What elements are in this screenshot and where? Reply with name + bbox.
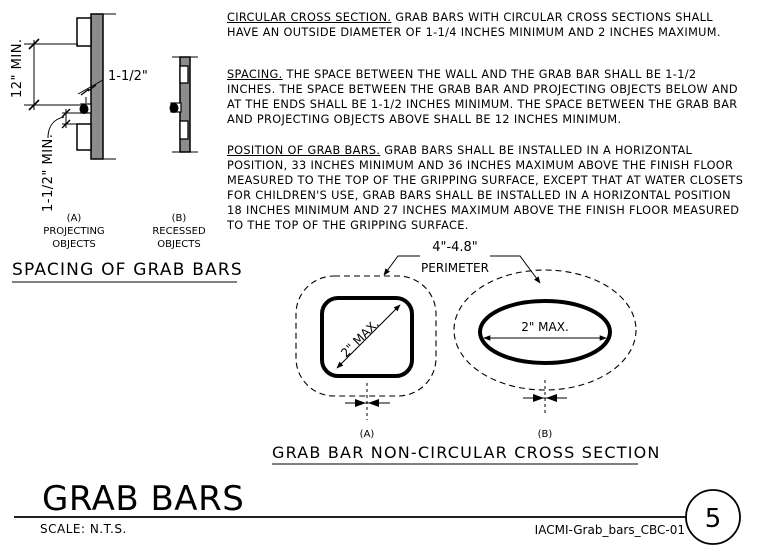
- dim-1-1-2-min: 1-1/2" MIN.: [41, 134, 56, 212]
- square-grab-bar-section: [320, 296, 414, 378]
- max-label-a: 2" MAX.: [338, 317, 382, 361]
- note-heading-spacing: SPACING.: [227, 68, 283, 81]
- label-objects-b: OBJECTS: [157, 239, 200, 250]
- perimeter-dimension: 4"-4.8": [432, 240, 478, 255]
- label-projecting: PROJECTING: [43, 226, 104, 237]
- projecting-object-lower: [76, 123, 92, 151]
- section-letter-b: (B): [538, 429, 553, 440]
- drawing-code: IACMI-Grab_bars_CBC-01: [535, 523, 685, 537]
- recessed-object-lower: [179, 120, 189, 140]
- dim-12-min: 12" MIN.: [10, 38, 25, 98]
- dim-1-1-2: 1-1/2": [108, 69, 148, 84]
- wall-section-a: [90, 13, 104, 160]
- projecting-objects-detail: 12" MIN. 1-1/2" 1-1/2" MIN. (A) PROJECTI…: [10, 13, 148, 250]
- note-body-circular: GRAB BARS WITH CIRCULAR CROSS SECTIONS S…: [227, 11, 721, 39]
- label-a-letter: (A): [67, 213, 82, 224]
- section-letter-a: (A): [360, 429, 375, 440]
- projecting-object-upper: [76, 17, 92, 47]
- label-b-letter: (B): [172, 213, 187, 224]
- recessed-objects-detail: (B) RECESSED OBJECTS: [152, 56, 206, 250]
- perimeter-outline-a: [295, 275, 437, 397]
- scale-label: SCALE: N.T.S.: [40, 522, 127, 536]
- perimeter-outline-b: [453, 269, 637, 391]
- note-body-position: GRAB BARS SHALL BE INSTALLED IN A HORIZO…: [227, 144, 744, 232]
- sheet-title: GRAB BARS: [42, 479, 244, 519]
- note-heading-position: POSITION OF GRAB BARS.: [227, 144, 381, 157]
- note-body-spacing: THE SPACE BETWEEN THE WALL AND THE GRAB …: [227, 68, 738, 126]
- spacing-figure-title: SPACING OF GRAB BARS: [12, 260, 243, 280]
- recessed-object-upper: [179, 65, 189, 84]
- cross-section-title: GRAB BAR NON-CIRCULAR CROSS SECTION: [272, 443, 661, 462]
- max-label-b: 2" MAX.: [521, 320, 569, 334]
- title-block: GRAB BARS SCALE: N.T.S. IACMI-Grab_bars_…: [14, 479, 741, 545]
- label-recessed: RECESSED: [152, 226, 206, 237]
- cross-section-figure: 4"-4.8" PERIMETER 2" MAX. (A) 2" MAX. (B…: [295, 240, 637, 440]
- sheet-number-circle: [685, 489, 741, 545]
- note-spacing: SPACING. THE SPACE BETWEEN THE WALL AND …: [227, 67, 747, 127]
- perimeter-label: PERIMETER: [421, 261, 489, 275]
- sheet-number: 5: [705, 504, 722, 534]
- note-position: POSITION OF GRAB BARS. GRAB BARS SHALL B…: [227, 143, 747, 233]
- label-objects-a: OBJECTS: [52, 239, 95, 250]
- note-heading-circular: CIRCULAR CROSS SECTION.: [227, 11, 392, 24]
- note-circular-cross-section: CIRCULAR CROSS SECTION. GRAB BARS WITH C…: [227, 10, 747, 40]
- oval-grab-bar-section: [478, 299, 612, 365]
